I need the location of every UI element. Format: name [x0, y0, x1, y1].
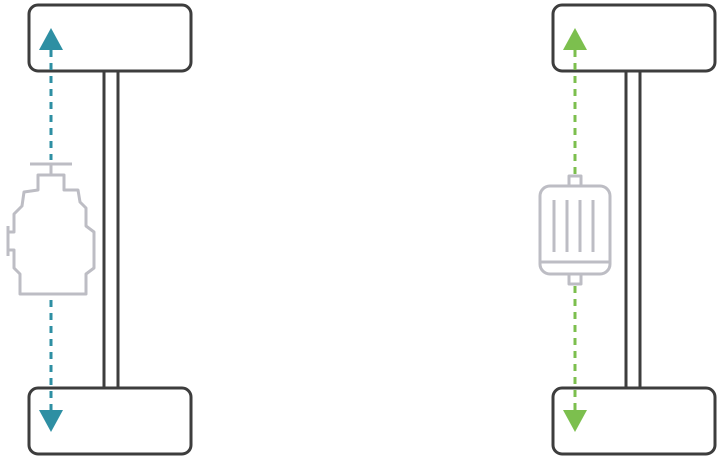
left-arrow-down-icon [39, 410, 63, 432]
left-drivetrain [6, 3, 193, 456]
left-arrow-up-icon [39, 28, 63, 50]
right-arrow-down-icon [563, 410, 587, 432]
right-drivetrain [538, 3, 717, 456]
left-axle [102, 68, 120, 392]
electric-motor-icon [538, 174, 612, 286]
right-arrow-up-icon [563, 28, 587, 50]
left-bottom-wheel [27, 386, 193, 456]
right-bottom-wheel [551, 386, 717, 456]
right-top-wheel [551, 3, 717, 73]
combustion-engine-icon [6, 162, 96, 296]
left-top-wheel [27, 3, 193, 73]
right-axle [624, 68, 642, 392]
